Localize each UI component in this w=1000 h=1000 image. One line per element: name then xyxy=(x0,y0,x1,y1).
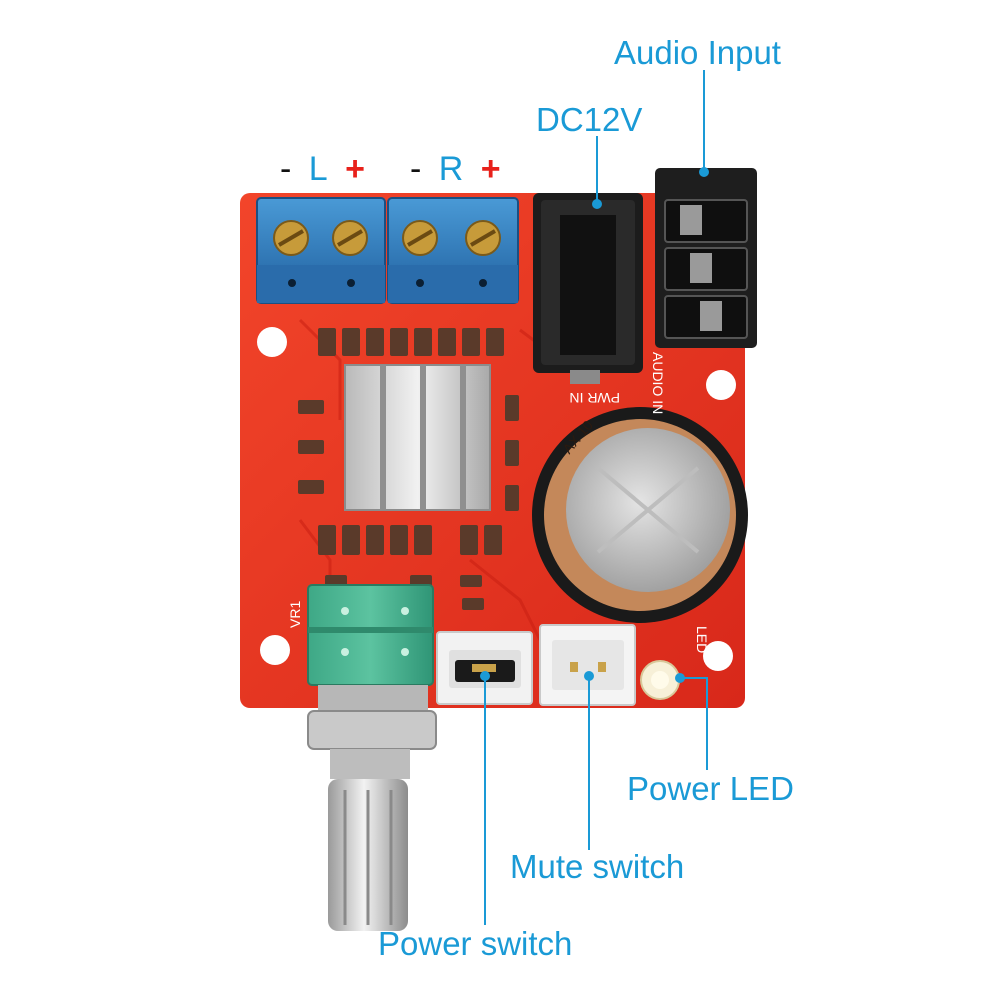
mute-switch-header xyxy=(539,624,636,706)
speaker-terminal-left xyxy=(256,197,386,304)
dc-power-jack xyxy=(533,193,643,384)
silk-vr1: VR1 xyxy=(287,601,303,628)
label-dc12v: DC12V xyxy=(536,101,643,138)
terminal-right-minus: - xyxy=(410,150,422,188)
terminal-right-label: - R + xyxy=(410,152,501,186)
volume-potentiometer xyxy=(307,584,437,931)
leader-power-led xyxy=(680,677,708,770)
silk-audio-in: AUDIO IN xyxy=(650,352,666,414)
label-power-switch: Power switch xyxy=(378,925,573,962)
electrolytic-capacitor xyxy=(532,407,748,623)
audio-input-jack xyxy=(655,168,757,348)
leader-mute-switch-dot xyxy=(584,671,594,681)
terminal-right-plus: + xyxy=(480,150,501,188)
label-power-led: Power LED xyxy=(627,770,794,807)
speaker-terminal-right xyxy=(387,197,519,304)
smd-components xyxy=(298,328,519,610)
terminal-left-label: - L + xyxy=(280,152,365,186)
label-mute-switch: Mute switch xyxy=(510,848,685,885)
power-led xyxy=(640,660,680,700)
terminal-left-letter: L xyxy=(308,150,328,188)
leader-dc12v-dot xyxy=(592,199,602,209)
terminal-left-minus: - xyxy=(280,150,292,188)
heatsink xyxy=(344,364,491,511)
terminal-left-plus: + xyxy=(345,150,366,188)
label-audio-input: Audio Input xyxy=(614,34,781,71)
mounting-holes xyxy=(257,327,736,671)
leader-power-led-dot xyxy=(675,673,685,683)
terminal-right-letter: R xyxy=(438,150,464,188)
leader-audio-input-dot xyxy=(699,167,709,177)
leader-power-switch-dot xyxy=(480,671,490,681)
silk-pwr-in: PWR IN xyxy=(569,390,620,406)
silk-led: LED xyxy=(694,626,710,653)
